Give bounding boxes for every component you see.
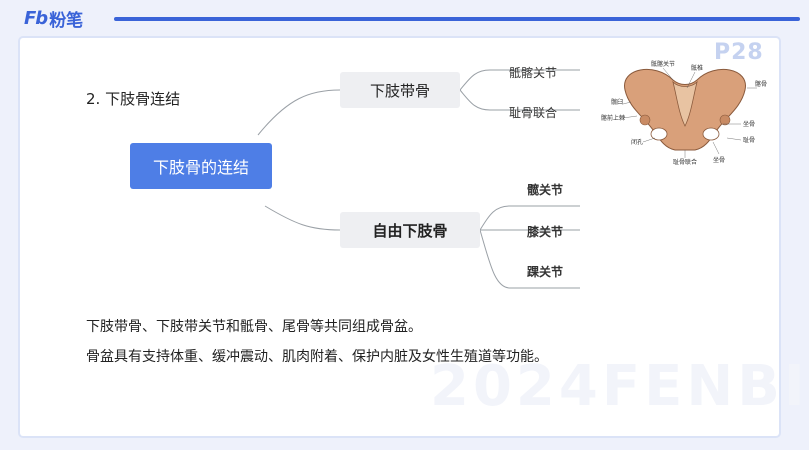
paragraph-pelvis-function: 骨盆具有支持体重、缓冲震动、肌肉附着、保护内脏及女性生殖道等功能。	[86, 349, 548, 365]
figure-label: 闭孔	[631, 138, 643, 146]
connector-root-branch2	[264, 205, 341, 231]
slide-card: 2024FENBI P28 2. 下肢骨连结 下肢骨的连结 下肢带骨 自由下肢骨…	[20, 38, 805, 436]
figure-label: 髂骨	[755, 80, 767, 88]
mindmap-connectors	[257, 69, 580, 289]
figure-label: 坐骨	[743, 120, 755, 128]
connector-branch1-leaf2	[459, 89, 580, 111]
paragraph-pelvis-composition: 下肢带骨、下肢带关节和骶骨、尾骨等共同组成骨盆。	[86, 319, 422, 335]
connector-root-branch1	[257, 89, 341, 136]
figure-label: 髋臼	[611, 98, 623, 106]
leaf-knee-joint: 膝关节	[527, 225, 564, 239]
figure-label: 耻骨	[743, 136, 755, 144]
figure-label: 髂前上棘	[601, 114, 625, 122]
figure-label: 坐骨	[713, 156, 725, 164]
figure-label: 耻骨联合	[673, 158, 697, 166]
mindmap-branch-free-lower-limb: 自由下肢骨	[340, 212, 480, 248]
leaf-sacroiliac-joint: 骶髂关节	[509, 66, 558, 80]
watermark: 2024FENBI	[430, 354, 809, 419]
logo-text: 粉笔	[49, 10, 84, 31]
leaf-pubic-symphysis: 耻骨联合	[509, 106, 558, 120]
header-divider	[114, 17, 800, 21]
figure-label: 骶髂关节	[651, 60, 675, 68]
pelvis-illustration: 骶髂关节 骶椎 髂骨 髋臼 髂前上棘 坐骨 耻骨 闭孔 耻骨联合 坐骨	[601, 60, 767, 166]
leaf-ankle-joint: 踝关节	[527, 265, 564, 279]
mindmap-root-node: 下肢骨的连结	[130, 143, 272, 189]
leaf-hip-joint: 髋关节	[527, 183, 564, 197]
connector-branch2-leaf3	[479, 229, 580, 289]
page-number: P28	[714, 40, 764, 65]
fenbi-logo: Fb 粉笔	[24, 6, 84, 31]
logo-mark: Fb	[24, 7, 48, 29]
connector-branch1-leaf1	[459, 69, 580, 91]
mindmap-branch-lower-girdle: 下肢带骨	[340, 72, 460, 108]
section-title: 2. 下肢骨连结	[86, 90, 181, 108]
connector-branch2-leaf1	[479, 205, 580, 231]
figure-label: 骶椎	[691, 64, 703, 72]
